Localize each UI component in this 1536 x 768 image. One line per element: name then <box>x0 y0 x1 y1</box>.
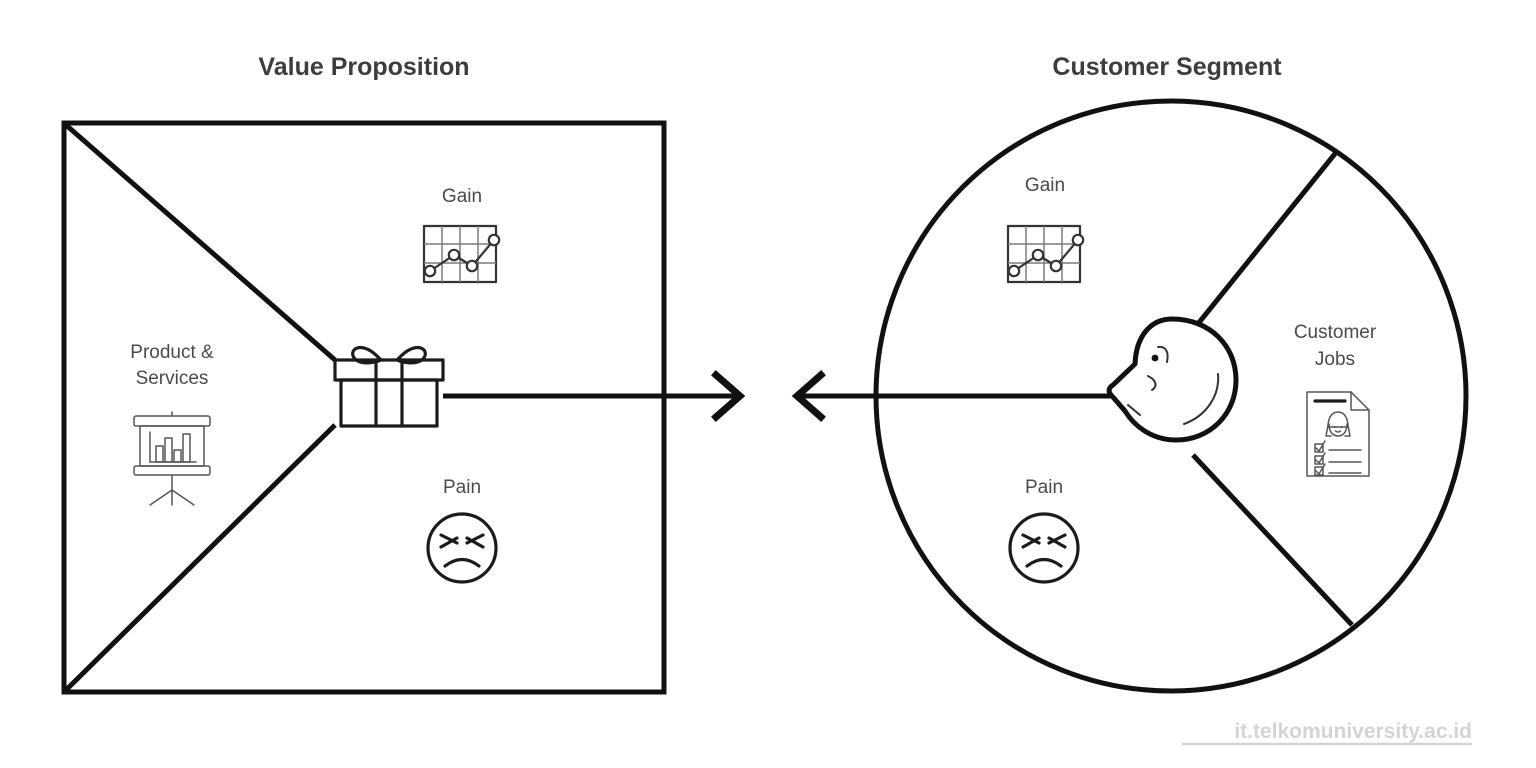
segment-product-services[interactable]: Product & Services <box>130 342 214 506</box>
gain-label-right: Gain <box>1025 175 1065 196</box>
segment-gain-left[interactable]: Gain <box>422 186 501 284</box>
square-divider-bottom <box>64 423 337 692</box>
footer-url-text: it.telkomuniversity.ac.id <box>1234 720 1472 743</box>
circle-divider-bottom <box>1191 453 1354 627</box>
pain-label-left: Pain <box>443 477 481 498</box>
frowning-face-icon <box>1008 512 1080 584</box>
gift-box-icon <box>333 345 445 428</box>
footer-url[interactable]: it.telkomuniversity.ac.id <box>1182 720 1472 746</box>
arrow-right-icon <box>711 370 746 422</box>
customer-jobs-label-line2: Jobs <box>1315 349 1355 370</box>
circle-divider-top <box>1191 148 1340 332</box>
segment-pain-right[interactable]: Pain <box>1008 477 1080 584</box>
segment-customer-jobs[interactable]: Customer Jobs <box>1294 322 1377 477</box>
right-panel-title: Customer Segment <box>1052 53 1282 81</box>
line-chart-grid-icon <box>422 224 501 284</box>
value-proposition-square[interactable] <box>61 120 667 695</box>
checklist-document-icon <box>1306 391 1370 477</box>
product-services-label-line2: Services <box>136 368 209 389</box>
line-chart-grid-icon <box>1006 224 1085 284</box>
square-divider-top <box>64 123 337 362</box>
frowning-face-icon <box>426 512 498 584</box>
product-services-label-line1: Product & <box>130 342 214 363</box>
pain-label-right: Pain <box>1025 477 1063 498</box>
segment-pain-left[interactable]: Pain <box>426 477 498 584</box>
arrow-left-icon <box>791 370 826 422</box>
segment-gain-right[interactable]: Gain <box>1006 175 1085 284</box>
customer-head-profile-icon <box>1106 316 1239 443</box>
left-panel-title: Value Proposition <box>258 53 469 81</box>
presentation-bar-chart-icon <box>133 411 211 506</box>
customer-jobs-label-line1: Customer <box>1294 322 1377 343</box>
customer-segment-circle[interactable] <box>873 98 1469 694</box>
gain-label-left: Gain <box>442 186 482 207</box>
square-frame <box>61 120 667 695</box>
